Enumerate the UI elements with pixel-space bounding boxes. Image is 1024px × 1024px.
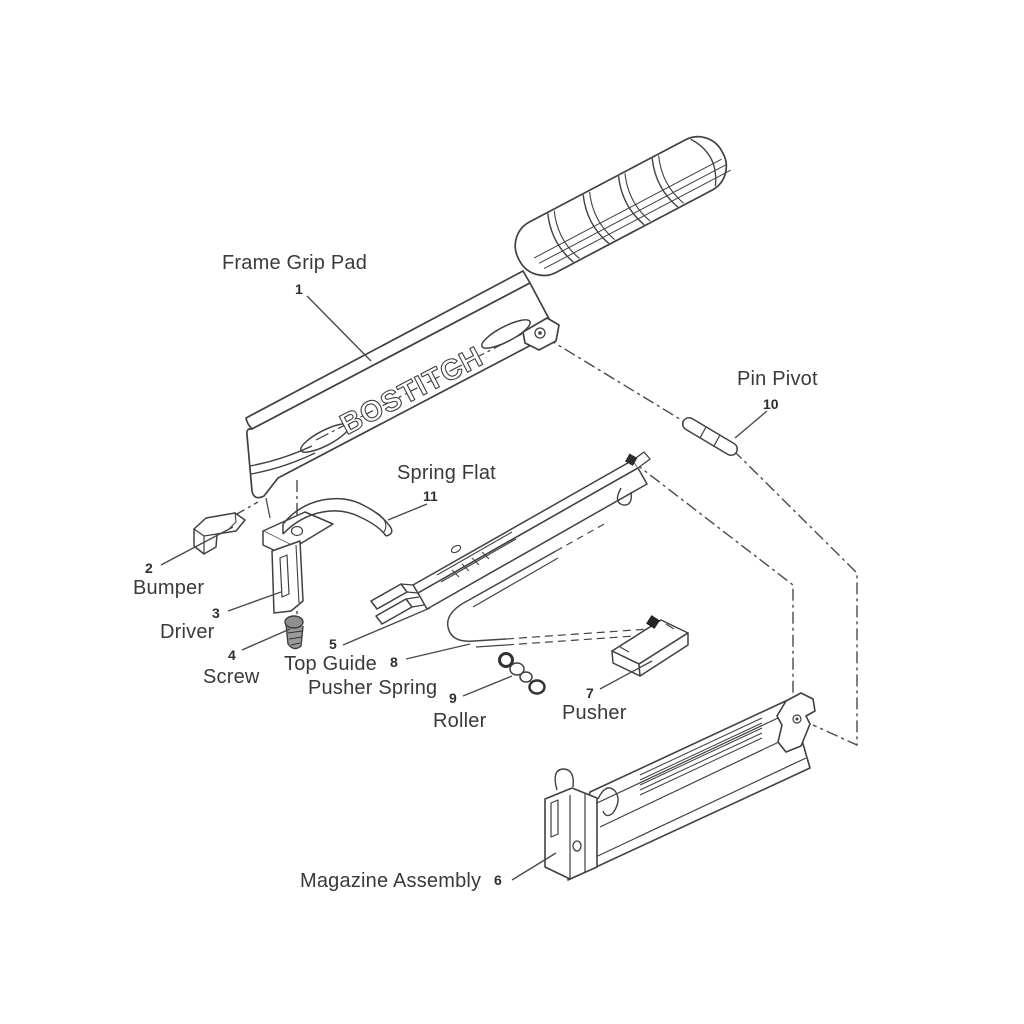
number-frame-grip-pad: 1 [295,281,303,297]
magazine-assembly-drawing [544,692,816,881]
handle-grip-drawing [514,135,731,277]
pin-pivot-drawing [682,417,738,456]
frame-body-drawing: BOSTITCH [245,270,560,519]
number-driver: 3 [212,605,220,621]
label-driver: Driver [160,621,215,643]
driver-drawing [262,511,334,614]
number-magazine-assembly: 6 [494,872,502,888]
number-pusher: 7 [586,685,594,701]
label-bumper: Bumper [133,577,205,599]
screw-drawing [284,615,304,650]
number-pin-pivot: 10 [763,396,779,412]
spring-flat-drawing [282,497,393,537]
number-spring-flat: 11 [423,488,438,504]
pusher-drawing [611,615,689,677]
label-pin-pivot: Pin Pivot [737,368,818,390]
number-top-guide: 5 [329,636,337,652]
label-top-guide: Top Guide [284,653,377,675]
label-frame-grip-pad: Frame Grip Pad [222,252,368,274]
number-screw: 4 [228,647,236,663]
label-screw: Screw [203,666,260,688]
roller-drawing [498,652,546,695]
label-pusher-spring: Pusher Spring [308,677,438,699]
top-guide-drawing [370,451,651,625]
label-pusher: Pusher [562,702,627,724]
leader-lines [160,295,768,881]
label-spring-flat: Spring Flat [397,462,496,484]
pusher-spring-drawing [446,522,650,648]
number-pusher-spring: 8 [390,654,398,670]
label-roller: Roller [433,710,487,732]
label-magazine-assembly: Magazine Assembly [300,870,482,892]
number-roller: 9 [449,690,457,706]
number-bumper: 2 [145,560,153,576]
